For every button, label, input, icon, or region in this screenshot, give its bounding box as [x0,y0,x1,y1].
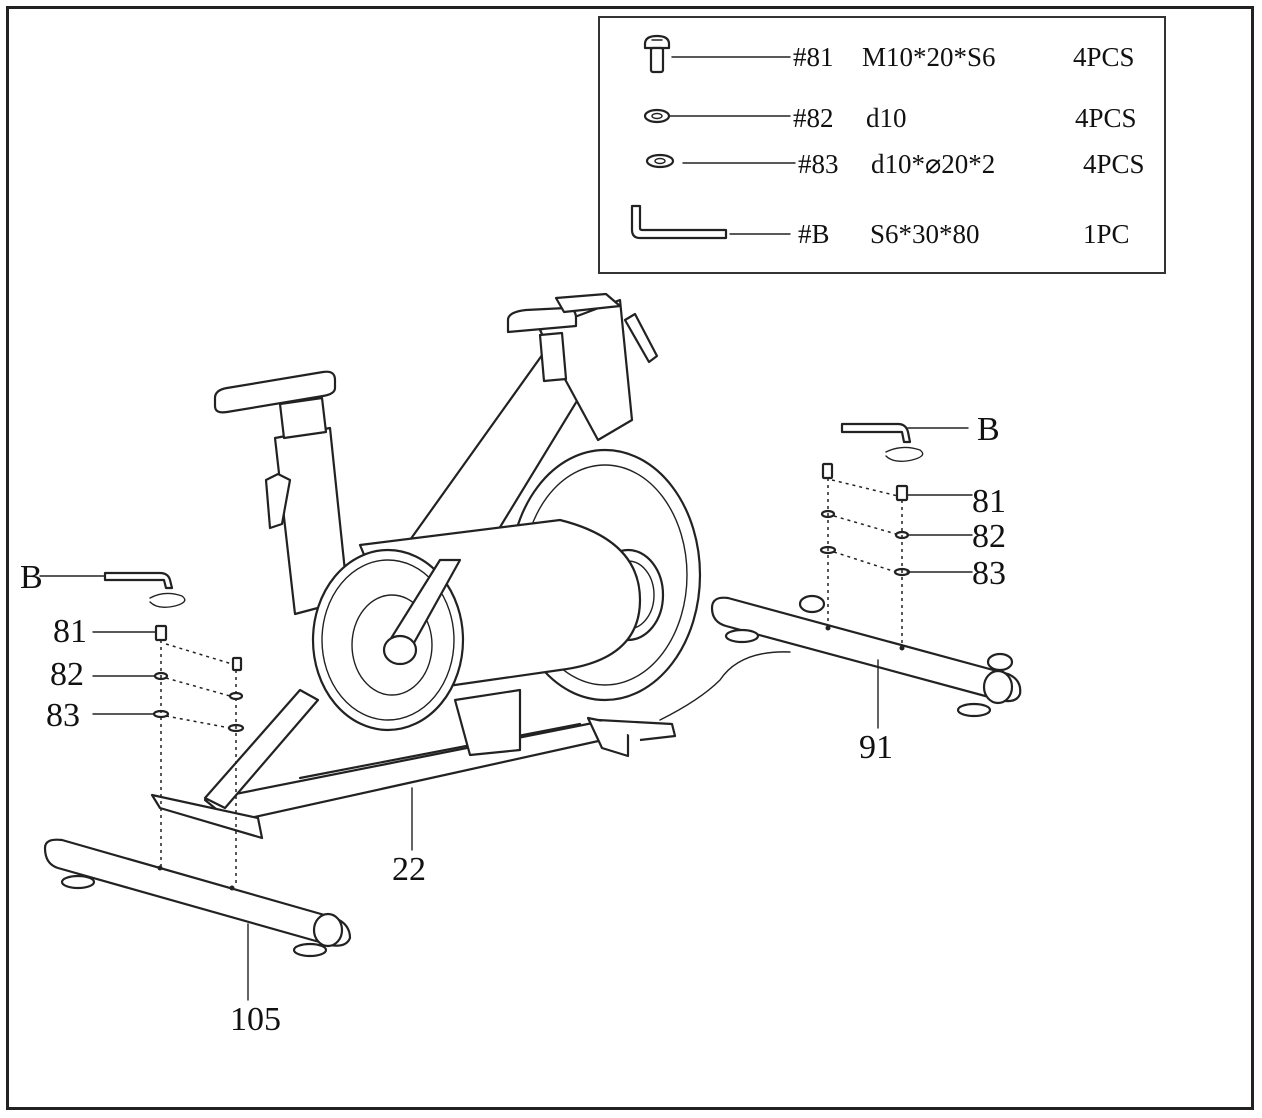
front-stabilizer [43,838,352,958]
callout-front-tool: B [20,559,43,596]
callout-rear-spring-washer: 82 [972,518,1006,555]
table-part-82: #82 [793,103,834,133]
table-qty-83: 4PCS [1083,149,1145,179]
bolt-icon [643,34,671,74]
callout-rear-bolt: 81 [972,483,1006,520]
table-qty-b: 1PC [1083,219,1130,249]
callout-rear-flat-washer: 83 [972,555,1006,592]
spin-bike-illustration [43,292,1022,958]
rear-hardware [819,422,973,646]
table-spec-83: d10*⌀20*2 [871,149,995,179]
spring-washer-icon [643,108,671,124]
table-part-81: #81 [793,42,834,72]
allen-key-icon [630,204,728,240]
table-qty-82: 4PCS [1075,103,1137,133]
callout-rear-stabilizer: 91 [859,729,893,766]
table-part-b: #B [798,219,830,249]
callout-front-flat-washer: 83 [46,697,80,734]
table-spec-82: d10 [866,103,907,133]
flat-washer-icon [645,153,675,169]
table-spec-81: M10*20*S6 [862,42,996,72]
callout-front-stabilizer: 105 [230,1001,281,1038]
table-spec-b: S6*30*80 [870,219,980,249]
parts-table: #81 M10*20*S6 4PCS #82 d10 4PCS #83 d10*… [598,16,1166,274]
callout-rear-tool: B [977,411,1000,448]
callout-front-bolt: 81 [53,613,87,650]
front-hardware [39,571,245,886]
rear-stabilizer [710,594,1022,718]
callout-main-frame: 22 [392,851,426,888]
table-qty-81: 4PCS [1073,42,1135,72]
callout-front-spring-washer: 82 [50,656,84,693]
table-part-83: #83 [798,149,839,179]
